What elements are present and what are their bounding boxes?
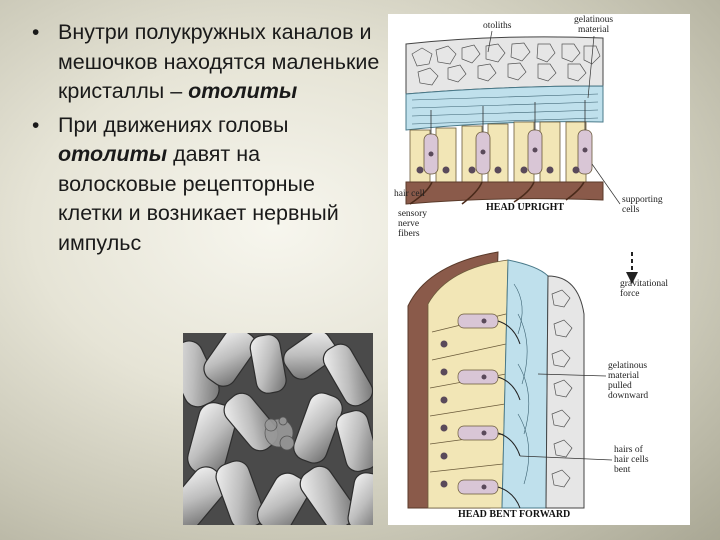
caption-head-bent-forward: HEAD BENT FORWARD	[458, 509, 570, 520]
label-otoliths: otoliths	[483, 21, 512, 31]
bullet-symbol: •	[32, 113, 40, 137]
otolith-crystals-micrograph	[183, 333, 373, 525]
bullet-2-text: При движениях головы	[58, 112, 289, 137]
bullet-2-emphasis: отолиты	[58, 142, 168, 166]
gravity-arrow: gravitational force	[620, 252, 668, 299]
label-hairs-bent-3: bent	[614, 465, 631, 475]
label-supporting-2: cells	[622, 205, 640, 215]
label-gravity-2: force	[620, 288, 640, 299]
label-gel-pulled-1: gelatinous	[608, 361, 647, 371]
head-upright-panel: otoliths gelatinous material hair cell s…	[394, 15, 663, 239]
label-gelatinous-1: gelatinous	[574, 15, 613, 25]
otolith-diagram: otoliths gelatinous material hair cell s…	[388, 14, 690, 525]
head-bent-panel: gelatinous material pulled downward hair…	[407, 251, 649, 520]
micrograph-image	[183, 333, 373, 525]
label-gel-pulled-2: material	[608, 371, 639, 381]
label-hairs-bent-2: hair cells	[614, 455, 649, 465]
label-gel-pulled-3: pulled	[608, 381, 632, 391]
label-sensory-1: sensory	[398, 209, 427, 219]
caption-head-upright: HEAD UPRIGHT	[486, 202, 564, 213]
label-gel-pulled-4: downward	[608, 391, 648, 401]
label-gravity-1: gravitational	[620, 279, 668, 289]
label-hairs-bent-1: hairs of	[614, 444, 644, 455]
label-sensory-2: nerve	[398, 219, 419, 229]
label-sensory-3: fibers	[398, 228, 420, 239]
label-hair-cell: hair cell	[394, 189, 425, 199]
bullet-1-emphasis: отолиты	[188, 79, 298, 103]
otolith-diagram-svg: otoliths gelatinous material hair cell s…	[394, 15, 668, 520]
bullet-2-tail: давят на волосковые рецепторные клетки и…	[58, 142, 339, 255]
bullet-item-1: • Внутри полукружных каналов и мешочков …	[30, 18, 380, 107]
bullet-item-2: • При движениях головы отолиты давят на …	[30, 111, 380, 259]
label-gelatinous-2: material	[578, 25, 609, 35]
bullet-symbol: •	[32, 21, 40, 44]
bullet-list: • Внутри полукружных каналов и мешочков …	[30, 18, 380, 262]
label-supporting-1: supporting	[622, 195, 663, 205]
bullet-1-text: Внутри полукружных каналов и мешочков на…	[58, 20, 380, 103]
